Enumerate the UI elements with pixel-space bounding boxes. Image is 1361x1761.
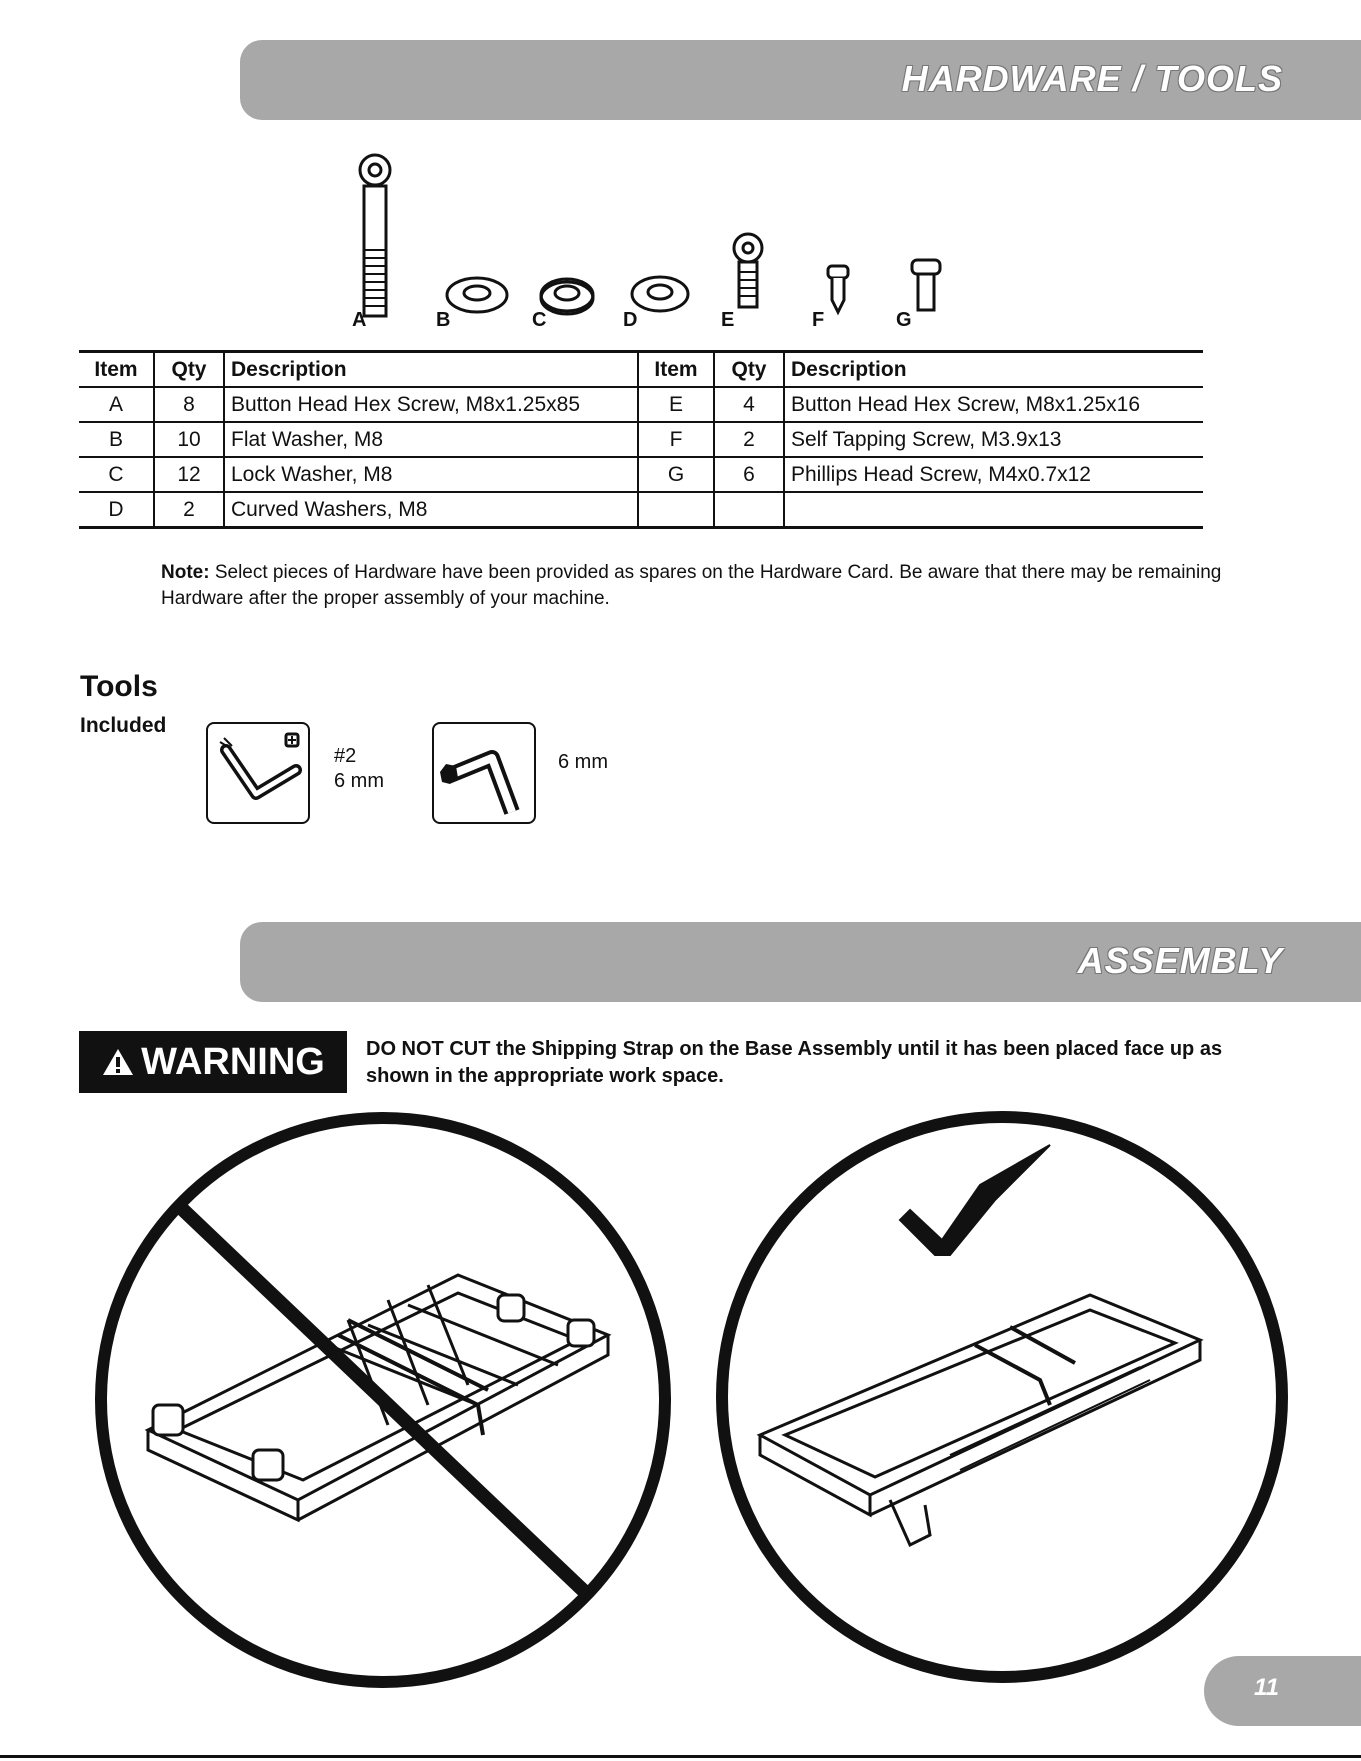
hardware-label-e: E [721,309,734,331]
section-banner-hardware: HARDWARE / TOOLS [240,40,1361,120]
tool1-label: #2 6 mm [334,744,384,794]
hardware-illustrations: A B C D E F G [352,153,942,331]
phillips-hex-key-icon [219,732,302,800]
cell-item: B [108,427,123,451]
tool1-label-line1: #2 [334,745,357,767]
hardware-table: Item Qty Description Item Qty Descriptio… [79,350,1203,529]
cell-item: A [108,392,123,416]
hardware-label-c: C [532,309,546,331]
column-header-description: Description [223,351,638,387]
section-banner-assembly: ASSEMBLY [240,922,1361,1002]
cell-description: Button Head Hex Screw, M8x1.25x85 [223,387,638,422]
warning-triangle-icon [103,1049,134,1075]
cell-qty: 2 [713,422,784,457]
table-header-row: Item Qty Description Item Qty Descriptio… [79,351,1203,387]
cell-description: Phillips Head Screw, M4x0.7x12 [783,457,1203,492]
warning-text: DO NOT CUT the Shipping Strap on the Bas… [366,1038,1223,1087]
cell-description: Curved Washers, M8 [223,492,638,528]
lock-washer-c-illustration [539,277,595,316]
column-header-qty: Qty [153,351,224,387]
hardware-note: Note: Select pieces of Hardware have bee… [161,560,1281,612]
cell-qty: 2 [153,492,224,528]
table-row: A 8 Button Head Hex Screw, M8x1.25x85 E … [79,387,1203,422]
bottom-rule [0,1755,1361,1758]
incorrect-placement-illustration [95,1112,671,1688]
hardware-label-g: G [896,309,912,331]
screw-a-illustration [358,153,392,318]
combo-wrench-tool [206,722,310,824]
cell-item: G [637,457,714,492]
warning-label: WARNING [141,1040,325,1083]
section-title-hardware: HARDWARE / TOOLS [901,58,1283,99]
tools-subheading: Included [80,714,167,737]
curved-washer-d-illustration [630,275,690,313]
cell-qty [713,492,784,528]
tool2-label: 6 mm [558,751,608,773]
note-label: Note: [161,562,210,583]
cell-description [783,492,1203,528]
hardware-label-f: F [812,309,824,331]
cell-item: F [637,422,714,457]
cell-qty: 4 [713,387,784,422]
note-text: Select pieces of Hardware have been prov… [161,562,1222,609]
column-header-qty-2: Qty [713,351,784,387]
cell-item: C [108,462,124,486]
hex-key-icon [440,750,520,815]
cell-description: Self Tapping Screw, M3.9x13 [783,422,1203,457]
cell-item: E [637,387,714,422]
cell-qty: 12 [153,457,224,492]
correct-placement-illustration [716,1111,1288,1683]
checkmark-icon [898,1144,1051,1256]
cell-qty: 10 [153,422,224,457]
cell-description: Lock Washer, M8 [223,457,638,492]
hex-key-tool [432,722,536,824]
hardware-label-a: A [352,309,366,331]
cell-qty: 6 [713,457,784,492]
cell-qty: 8 [153,387,224,422]
cell-item [637,492,714,528]
flat-washer-b-illustration [445,276,509,314]
page-number: 11 [1254,1674,1279,1701]
screw-g-illustration [910,258,942,312]
warning-badge: WARNING [79,1031,347,1093]
hardware-label-b: B [436,309,450,331]
column-header-description-2: Description [783,351,1203,387]
table-row: C 12 Lock Washer, M8 G 6 Phillips Head S… [79,457,1203,492]
section-title-assembly: ASSEMBLY [1077,940,1283,981]
cell-item: D [108,497,124,521]
tools-heading: Tools [80,670,158,703]
column-header-item-2: Item [637,351,714,387]
table-row: B 10 Flat Washer, M8 F 2 Self Tapping Sc… [79,422,1203,457]
table-row: D 2 Curved Washers, M8 [79,492,1203,528]
column-header-item: Item [94,357,138,381]
cell-description: Button Head Hex Screw, M8x1.25x16 [783,387,1203,422]
page-number-tab: 11 [1204,1656,1361,1726]
cell-description: Flat Washer, M8 [223,422,638,457]
screw-e-illustration [732,232,764,309]
tool1-label-line2: 6 mm [334,770,384,792]
hardware-label-d: D [623,309,637,331]
screw-f-illustration [826,264,850,316]
